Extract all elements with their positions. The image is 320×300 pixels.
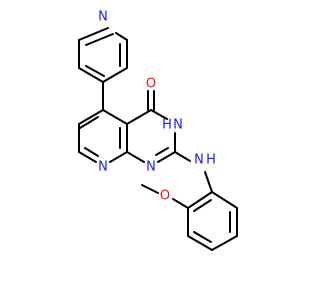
bond [78, 67, 104, 83]
bond [79, 116, 99, 129]
atom-n-amine: N [194, 153, 204, 168]
bond [102, 67, 128, 83]
bond [155, 147, 169, 156]
bond [187, 191, 213, 209]
bond [172, 198, 189, 209]
bond [126, 151, 145, 163]
atom-h-amine: H [206, 153, 216, 168]
bond [85, 65, 105, 77]
bond [193, 231, 212, 243]
atom-n-pyridine: N [98, 10, 108, 25]
bond [211, 191, 238, 209]
atom-o-methoxy: O [160, 189, 170, 204]
atom-labels: N O H N N N N H O [98, 10, 216, 204]
bond [109, 151, 128, 163]
bond [193, 199, 212, 212]
bond [85, 33, 114, 46]
bond [174, 151, 191, 162]
molecule-structure: N O H N N N N H O [78, 10, 238, 251]
bond [84, 147, 99, 157]
atom-n-ring-left: N [98, 160, 108, 175]
bond [78, 151, 97, 163]
bond [102, 109, 128, 125]
atom-h-lactam: H [162, 118, 172, 133]
bond [157, 151, 176, 163]
bond [126, 109, 152, 125]
bonds [78, 27, 238, 251]
bond [141, 184, 159, 194]
bond [78, 27, 109, 41]
atom-o-carbonyl: O [146, 77, 156, 92]
bond [187, 235, 213, 251]
atom-n-lactam: N [173, 118, 183, 133]
bond [78, 109, 104, 125]
bond [150, 109, 168, 120]
bond [211, 235, 238, 251]
bond [204, 171, 213, 193]
bond [115, 32, 128, 41]
atom-n-ring-lower: N [146, 160, 156, 175]
